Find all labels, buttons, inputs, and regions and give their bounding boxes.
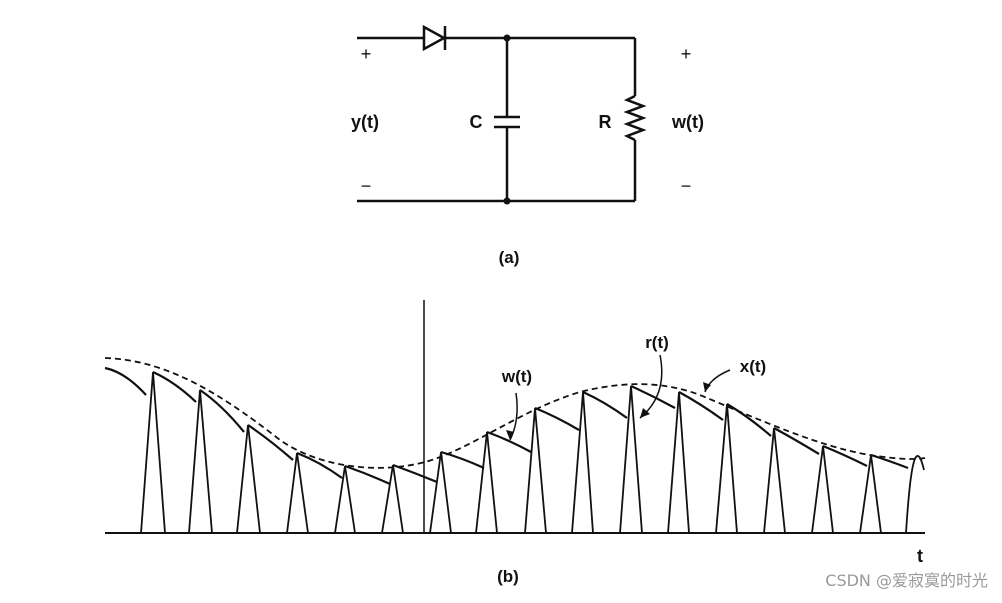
input-plus-sign: + xyxy=(361,44,372,64)
detector-output-w xyxy=(104,366,909,486)
output-minus-sign: − xyxy=(681,176,692,196)
label-w-t: w(t) xyxy=(501,367,532,386)
bottom-junction-dot xyxy=(503,197,511,205)
time-axis-label: t xyxy=(917,546,923,566)
caption-a: (a) xyxy=(499,248,520,267)
caption-b: (b) xyxy=(497,567,519,586)
envelope-curve-x xyxy=(104,357,926,469)
waveform-plot: w(t) r(t) x(t) t (b) xyxy=(104,300,926,586)
watermark-text: CSDN @爱寂寞的时光 xyxy=(825,571,988,590)
w-arrowhead xyxy=(506,430,514,440)
output-plus-sign: + xyxy=(681,44,692,64)
diode-symbol xyxy=(422,24,447,52)
r-arrowhead xyxy=(640,408,650,418)
x-arrowhead xyxy=(703,382,711,392)
label-r-t: r(t) xyxy=(645,333,669,352)
envelope-detector-circuit xyxy=(357,24,647,205)
resistor-symbol xyxy=(623,94,647,142)
input-minus-sign: − xyxy=(361,176,372,196)
rectified-pulses-r xyxy=(140,371,925,534)
capacitor-label: C xyxy=(470,112,483,132)
x-label-arrow xyxy=(704,369,731,393)
input-voltage-label: y(t) xyxy=(351,112,379,132)
output-voltage-label: w(t) xyxy=(671,112,704,132)
label-x-t: x(t) xyxy=(740,357,766,376)
resistor-label: R xyxy=(599,112,612,132)
